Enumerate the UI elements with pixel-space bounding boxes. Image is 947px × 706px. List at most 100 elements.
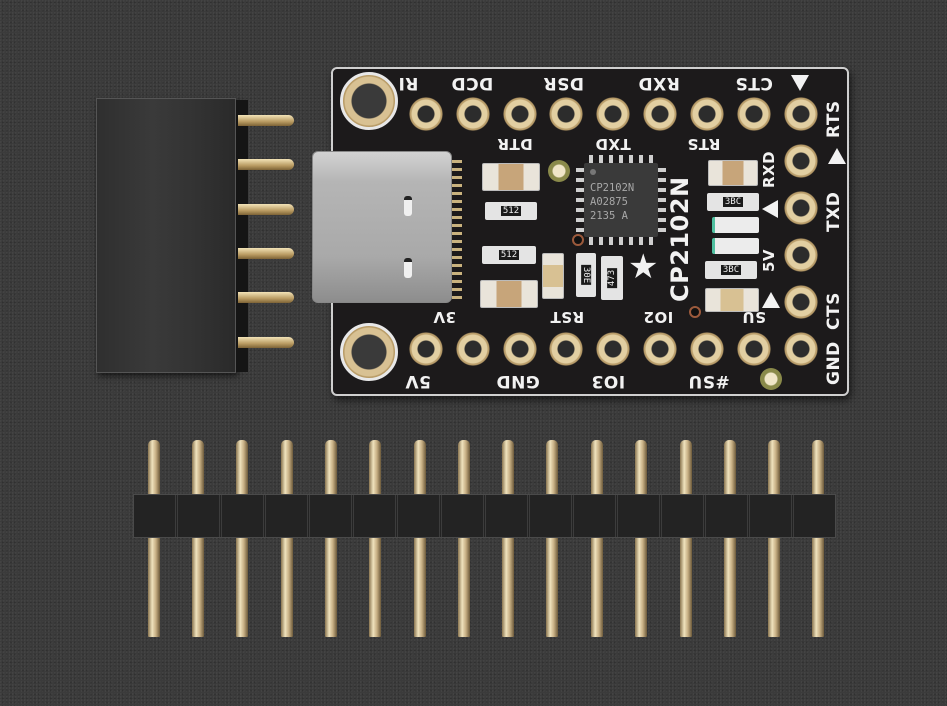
label-su-n: #SU: [688, 371, 730, 391]
pad-txd: [596, 97, 630, 131]
female-header-pin: [238, 337, 294, 348]
female-header-base: [236, 100, 248, 372]
arrow-marker-icon: [762, 200, 778, 218]
arrow-marker-icon: [791, 75, 809, 91]
pad-dcd: [456, 97, 490, 131]
pad-rxd: [643, 97, 677, 131]
resistor: 473: [601, 256, 623, 300]
male-header-pin: [325, 440, 337, 637]
pin1-dot-icon: [590, 169, 596, 175]
label-right-txd: TXD: [824, 191, 844, 232]
chip-pins-bottom: [589, 237, 653, 245]
pad-rts: [690, 97, 724, 131]
label-rxd: RXD: [638, 73, 680, 93]
pad-su-n: [690, 332, 724, 366]
pad-right-5v: [784, 238, 818, 272]
female-header-body: [96, 98, 236, 373]
male-header-pin: [148, 440, 160, 637]
resistor: 3BC: [705, 261, 757, 279]
male-header-pin: [635, 440, 647, 637]
via: [689, 306, 701, 318]
cp2102n-chip: CP2102N A02875 2135 A: [584, 163, 658, 237]
usb-connector-pins: [452, 160, 462, 300]
female-header-pin: [238, 292, 294, 303]
chip-line2: A02875: [590, 196, 628, 208]
male-header-pin: [724, 440, 736, 637]
mounting-hole-top: [340, 72, 398, 130]
capacitor: [705, 288, 759, 312]
pad-right-rxd: [784, 144, 818, 178]
label-5v: 5V: [405, 371, 431, 391]
resistor-marking: 473: [606, 267, 617, 289]
male-header-pin: [458, 440, 470, 637]
pad-right-cts: [784, 285, 818, 319]
resistor-marking: 512: [498, 250, 520, 260]
label-rst: RST: [550, 308, 585, 326]
capacitor: [480, 280, 538, 308]
pad-right-rts: [784, 97, 818, 131]
resistor: 512: [485, 202, 537, 220]
female-header-pin: [238, 115, 294, 126]
capacitor: [542, 253, 564, 299]
label-right-rts: RTS: [824, 100, 844, 138]
pad-5v: [409, 332, 443, 366]
label-right-cts: CTS: [824, 292, 844, 330]
label-io2: IO2: [643, 308, 674, 326]
label-ri: RI: [398, 73, 419, 93]
male-header-pin: [192, 440, 204, 637]
resistor-marking: 512: [500, 206, 522, 216]
led-indicator: [712, 238, 759, 254]
usb-latch-hole: [404, 258, 412, 278]
pad-dsr: [549, 97, 583, 131]
resistor: 3BC: [707, 193, 759, 211]
male-header-pin: [546, 440, 558, 637]
pad-ri: [409, 97, 443, 131]
pad-io2: [643, 332, 677, 366]
resistor-marking: 30E: [581, 264, 592, 286]
pad-rst: [549, 332, 583, 366]
mounting-hole-bottom: [340, 323, 398, 381]
usb-c-connector[interactable]: [312, 151, 452, 303]
label-rts-inner: RTS: [687, 135, 721, 153]
board-title: CP2102N: [666, 176, 694, 302]
label-3v: 3V: [433, 308, 457, 326]
male-header-pin: [812, 440, 824, 637]
pad-right-txd: [784, 191, 818, 225]
chip-line3: 2135 A: [590, 210, 628, 222]
resistor-marking: 3BC: [720, 265, 742, 275]
male-header-pin: [281, 440, 293, 637]
arrow-marker-icon: [828, 148, 846, 164]
male-header-body: [133, 494, 836, 538]
pad-dtr: [503, 97, 537, 131]
label-inner-rxd: RXD: [760, 150, 778, 188]
male-header-pin: [414, 440, 426, 637]
chip-pins-top: [589, 155, 653, 163]
female-header-pin: [238, 204, 294, 215]
female-header-pin: [238, 248, 294, 259]
male-header-pin: [768, 440, 780, 637]
pad-su: [737, 332, 771, 366]
pad-right-gnd: [784, 332, 818, 366]
label-txd: TXD: [595, 135, 631, 153]
male-header-pin: [502, 440, 514, 637]
label-io3: IO3: [591, 371, 626, 391]
label-dcd: DCD: [451, 73, 494, 93]
male-header-pin: [680, 440, 692, 637]
resistor-marking: 3BC: [722, 197, 744, 207]
female-header-pin: [238, 159, 294, 170]
chip-pins-left: [576, 168, 584, 232]
label-gnd: GND: [496, 371, 540, 391]
via: [572, 234, 584, 246]
label-right-gnd: GND: [824, 341, 844, 385]
pad-3v: [456, 332, 490, 366]
arrow-marker-icon: [762, 292, 780, 308]
pad-cts: [737, 97, 771, 131]
pad-gnd: [503, 332, 537, 366]
resistor: 30E: [576, 253, 596, 297]
fiducial-marker: [760, 368, 782, 390]
usb-latch-hole: [404, 196, 412, 216]
male-header-pin: [236, 440, 248, 637]
label-dtr: DTR: [497, 135, 533, 153]
male-header-pin: [369, 440, 381, 637]
capacitor: [482, 163, 540, 191]
